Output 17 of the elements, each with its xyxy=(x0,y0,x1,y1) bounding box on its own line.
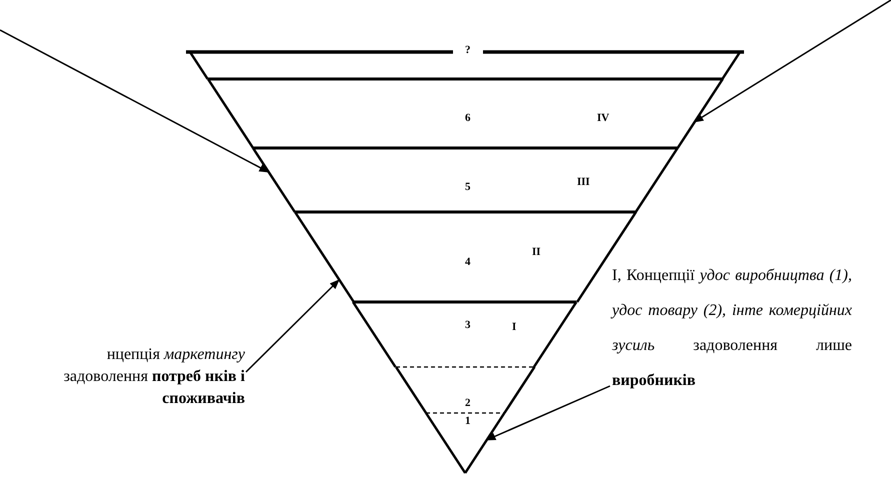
arrow xyxy=(0,29,270,173)
stage-numeral: IV xyxy=(596,112,610,124)
arrow xyxy=(245,279,340,373)
arrow xyxy=(486,385,610,441)
band-number: 5 xyxy=(464,181,470,193)
concept-text: нцепція маркетингу задоволення потреб нків і споживачів xyxy=(50,344,245,410)
band-number: 1 xyxy=(464,415,470,427)
stage-numeral: III xyxy=(576,176,590,188)
stage-numeral: I xyxy=(512,321,516,333)
stage-numeral: II xyxy=(532,246,541,258)
band-number: 4 xyxy=(464,256,470,268)
concept-text: I, Концепції удос виробництва (1), удос товару (2), інте комерційних зусиль задоволення лише виробників xyxy=(612,258,852,398)
band-number: ? xyxy=(465,44,470,56)
band-number: 6 xyxy=(464,112,470,124)
band-number: 3 xyxy=(464,319,470,331)
arrow xyxy=(693,0,891,123)
band-number: 2 xyxy=(464,397,470,409)
